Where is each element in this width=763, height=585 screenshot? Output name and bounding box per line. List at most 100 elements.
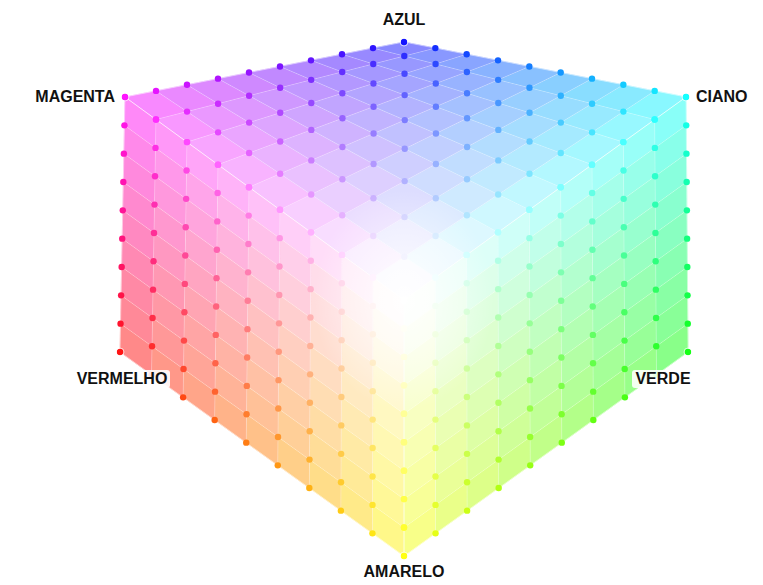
lattice-dot bbox=[369, 416, 375, 422]
lattice-dot bbox=[306, 456, 312, 462]
face-cell bbox=[467, 460, 499, 511]
lattice-dot bbox=[652, 258, 658, 264]
lattice-dot bbox=[683, 94, 689, 100]
lattice-dot bbox=[244, 383, 250, 389]
lattice-dot bbox=[589, 161, 595, 167]
lattice-dot bbox=[432, 473, 438, 479]
corner-ring bbox=[684, 348, 692, 356]
lattice-dot bbox=[153, 116, 159, 122]
lattice-dot bbox=[369, 445, 375, 451]
lattice-dot bbox=[245, 241, 251, 247]
lattice-dot bbox=[464, 394, 470, 400]
grid-line bbox=[404, 42, 686, 97]
lattice-dot bbox=[495, 258, 501, 264]
lattice-dot bbox=[683, 150, 689, 156]
color-label: AMARELO bbox=[361, 563, 448, 581]
lattice-dot bbox=[432, 530, 438, 536]
lattice-dot bbox=[150, 286, 156, 292]
lattice-dot bbox=[276, 349, 282, 355]
lattice-dot bbox=[590, 332, 596, 338]
lattice-dot bbox=[558, 119, 564, 125]
lattice-dot bbox=[558, 298, 564, 304]
color-label: MAGENTA bbox=[32, 88, 118, 106]
lattice-dot bbox=[590, 360, 596, 366]
lattice-dot bbox=[181, 309, 187, 315]
lattice-dot bbox=[557, 184, 563, 190]
lattice-dot bbox=[495, 371, 501, 377]
lattice-dot bbox=[149, 343, 155, 349]
lattice-dot bbox=[308, 258, 314, 264]
grid-line bbox=[655, 120, 657, 375]
lattice-dot bbox=[149, 315, 155, 321]
lattice-dot bbox=[495, 191, 501, 197]
lattice-dot bbox=[307, 286, 313, 292]
lattice-dot bbox=[401, 524, 407, 530]
lattice-dot bbox=[308, 229, 314, 235]
lattice-dot bbox=[150, 258, 156, 264]
lattice-dot bbox=[277, 207, 283, 213]
lattice-dot bbox=[402, 146, 408, 152]
lattice-dot bbox=[180, 366, 186, 372]
lattice-dot bbox=[214, 190, 220, 196]
face-cell bbox=[372, 505, 404, 556]
face-cell bbox=[183, 369, 215, 420]
lattice-dot bbox=[214, 247, 220, 253]
lattice-dot bbox=[621, 281, 627, 287]
lattice-dot bbox=[308, 100, 314, 106]
lattice-dot bbox=[526, 85, 532, 91]
lattice-dot bbox=[620, 196, 626, 202]
lattice-dot bbox=[557, 69, 563, 75]
lattice-dot bbox=[558, 354, 564, 360]
lattice-dot bbox=[339, 115, 345, 121]
lattice-dot bbox=[338, 507, 344, 513]
lattice-dot bbox=[215, 100, 221, 106]
lattice-dot bbox=[307, 314, 313, 320]
lattice-dot bbox=[121, 150, 127, 156]
lattice-dot bbox=[401, 553, 407, 559]
lattice-dot bbox=[401, 53, 407, 59]
lattice-dot bbox=[243, 411, 249, 417]
lattice-dot bbox=[118, 264, 124, 270]
lattice-dot bbox=[370, 45, 376, 51]
lattice-dot bbox=[526, 235, 532, 241]
lattice-dot bbox=[685, 349, 691, 355]
lattice-dot bbox=[495, 400, 501, 406]
corner-ring bbox=[400, 38, 408, 46]
lattice-dot bbox=[370, 104, 376, 110]
grid-line bbox=[187, 54, 467, 142]
lattice-dot bbox=[184, 139, 190, 145]
lattice-dot bbox=[212, 388, 218, 394]
lattice-dot bbox=[122, 94, 128, 100]
lattice-dot bbox=[307, 400, 313, 406]
lattice-dot bbox=[684, 207, 690, 213]
lattice-dot bbox=[558, 150, 564, 156]
lattice-dot bbox=[526, 263, 532, 269]
face-cell bbox=[530, 414, 562, 465]
lattice-dot bbox=[275, 405, 281, 411]
lattice-dot bbox=[121, 122, 127, 128]
lattice-dot bbox=[308, 229, 314, 235]
lattice-dot bbox=[651, 116, 657, 122]
lattice-dot bbox=[120, 207, 126, 213]
lattice-dot bbox=[153, 116, 159, 122]
cube-grid bbox=[120, 42, 688, 556]
lattice-dot bbox=[463, 51, 469, 57]
lattice-dot bbox=[308, 57, 314, 63]
lattice-dot bbox=[558, 241, 564, 247]
lattice-dot bbox=[246, 93, 252, 99]
lattice-dot bbox=[401, 178, 407, 184]
lattice-dot bbox=[527, 320, 533, 326]
lattice-dot bbox=[526, 63, 532, 69]
lattice-dot bbox=[622, 394, 628, 400]
lattice-dot bbox=[307, 343, 313, 349]
lattice-dot bbox=[651, 116, 657, 122]
lattice-dot bbox=[432, 45, 438, 51]
grid-line bbox=[309, 232, 311, 488]
lattice-dot bbox=[401, 524, 407, 530]
lattice-dot bbox=[526, 171, 532, 177]
grid-line bbox=[218, 60, 498, 164]
grid-line bbox=[623, 142, 625, 397]
lattice-dot bbox=[527, 377, 533, 383]
grid-line bbox=[152, 120, 156, 375]
